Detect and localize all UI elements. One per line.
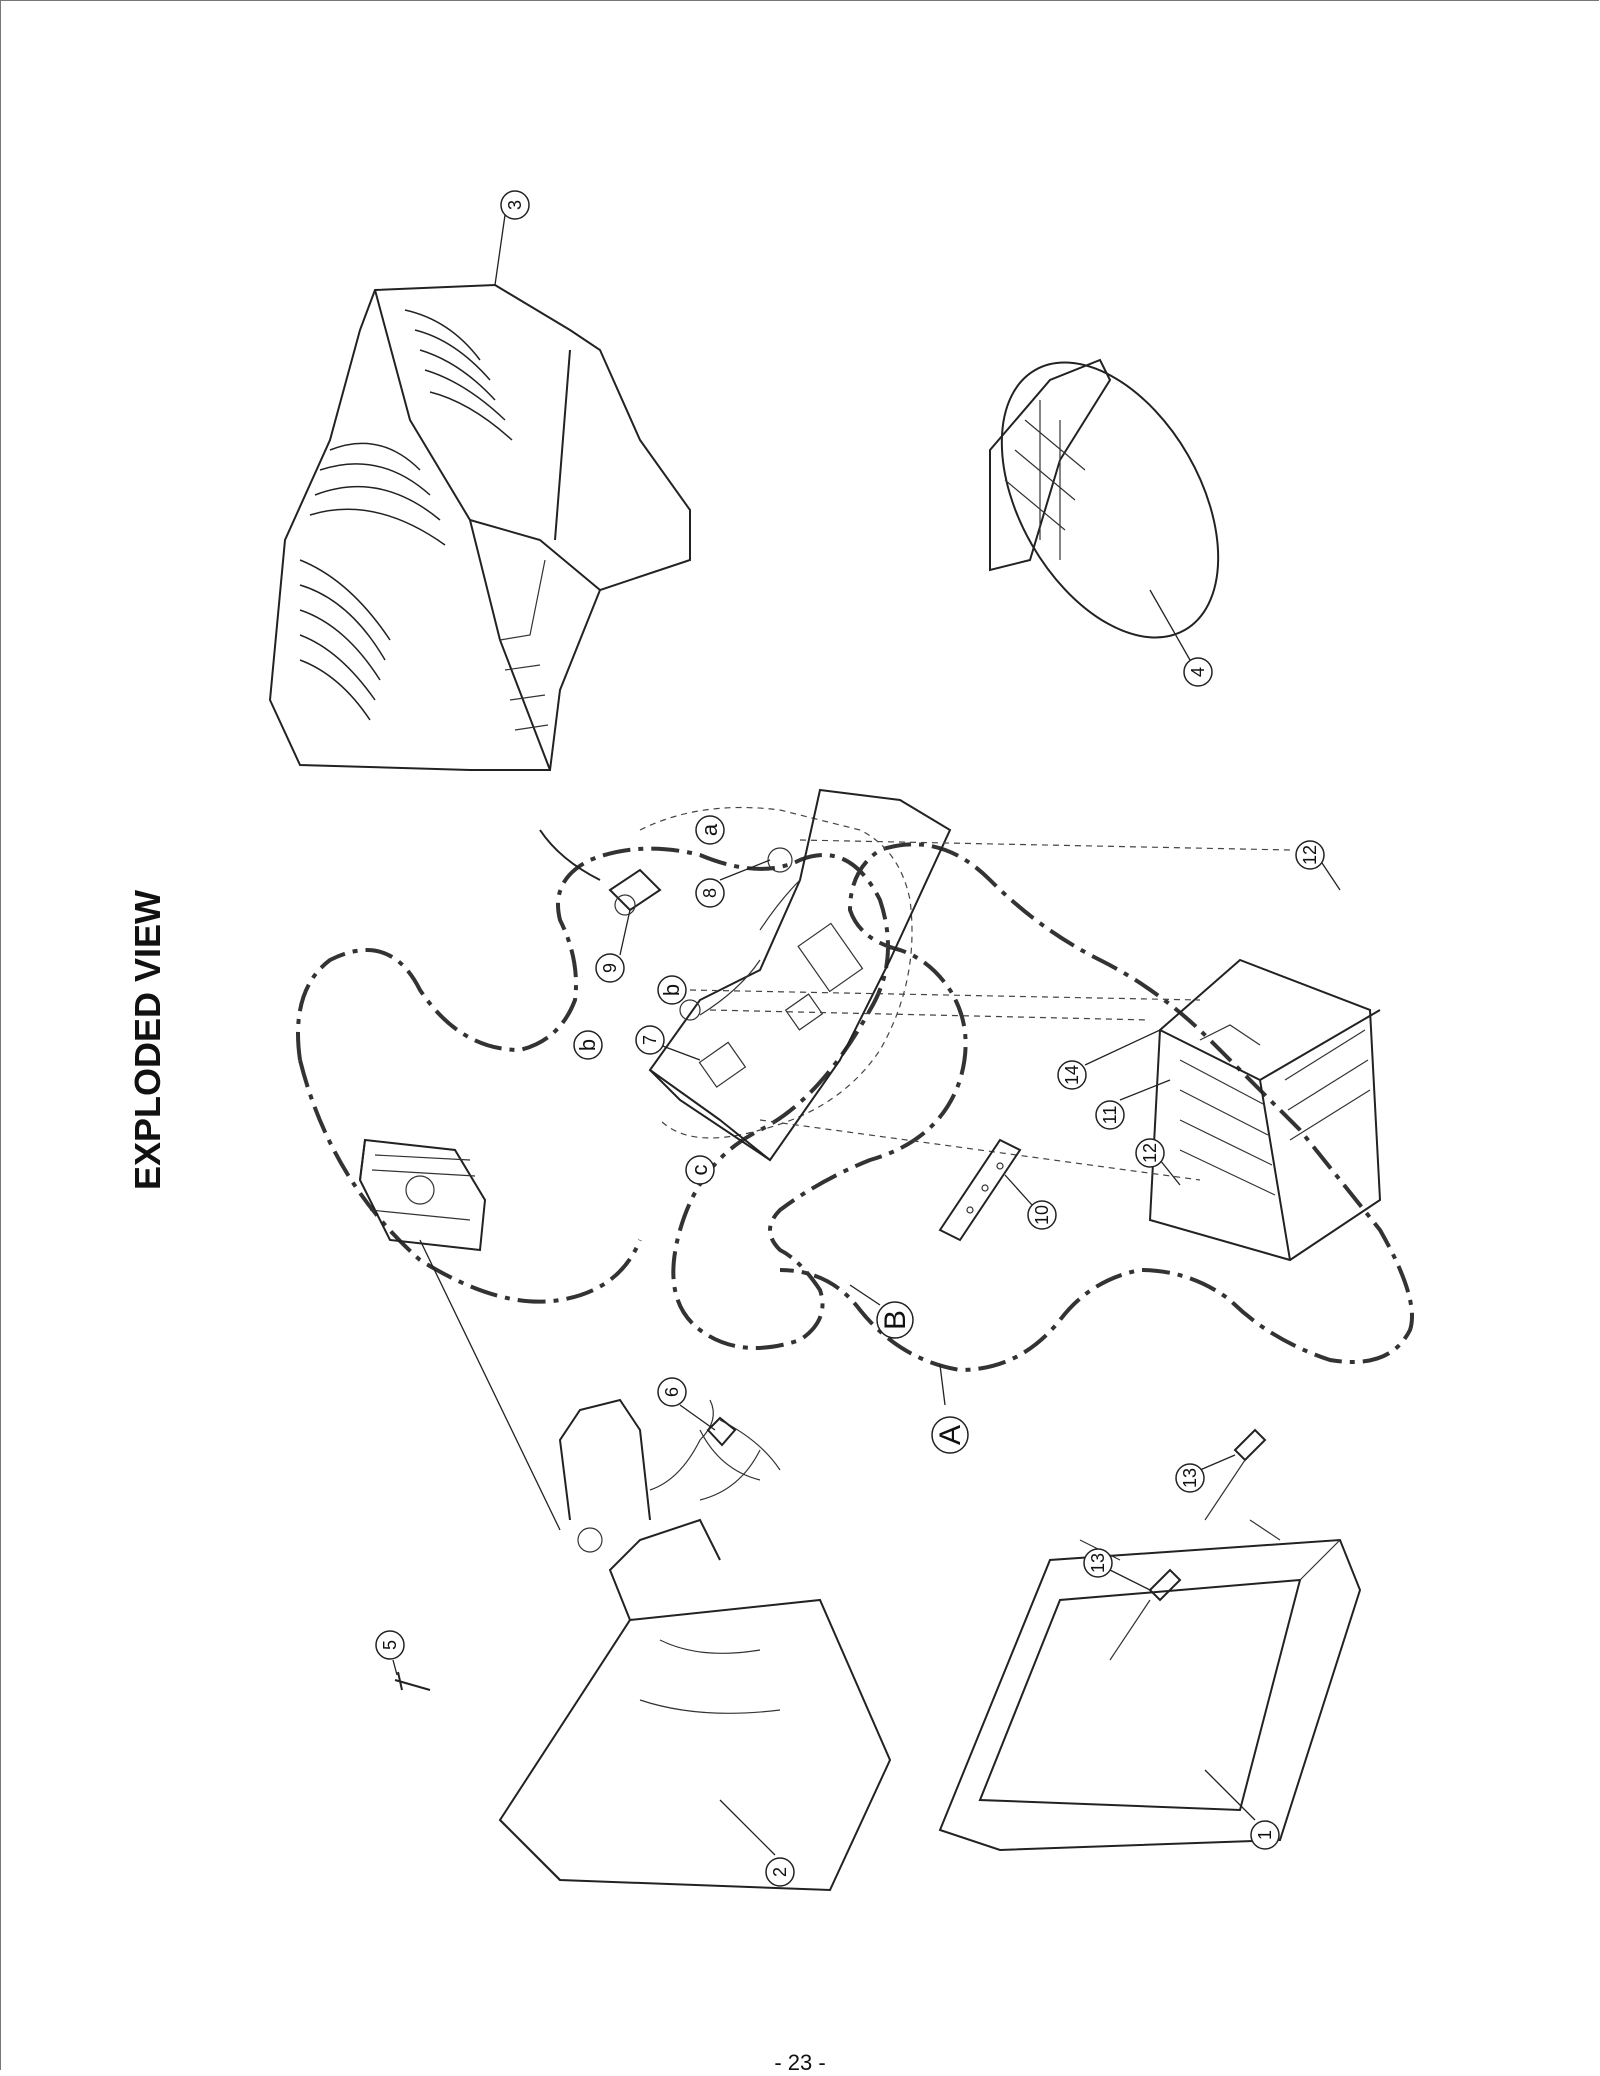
- crt-assembly-part: [498, 1398, 892, 1892]
- callout-13-right: 13: [1175, 1454, 1236, 1493]
- group-label-b: B: [849, 1284, 914, 1339]
- svg-text:c: c: [687, 1165, 712, 1176]
- svg-text:8: 8: [700, 888, 720, 898]
- callout-5: 5: [375, 1630, 405, 1676]
- callout-14: 14: [1057, 1029, 1161, 1090]
- callout-12-bottom: 12: [1135, 1138, 1181, 1186]
- callout-9: 9: [595, 909, 631, 983]
- bezel-brackets: [1109, 1428, 1267, 1661]
- control-board-part: [938, 1138, 1022, 1242]
- svg-text:7: 7: [640, 1035, 660, 1045]
- svg-text:1: 1: [1255, 1830, 1275, 1840]
- callout-2: 2: [719, 1799, 795, 1887]
- svg-text:12: 12: [1300, 845, 1320, 865]
- callouts: 3 4 8 a 9 b b: [375, 190, 1341, 1887]
- svg-text:13: 13: [1088, 1553, 1108, 1573]
- power-cord-part: [539, 829, 662, 916]
- callout-1: 1: [1204, 1769, 1280, 1850]
- svg-text:9: 9: [600, 963, 620, 973]
- screw-label-b-2: b: [573, 1030, 603, 1060]
- svg-text:B: B: [879, 1310, 912, 1330]
- assembly-b-outline: [296, 842, 1414, 1373]
- svg-text:b: b: [575, 1039, 600, 1051]
- callout-13-left: 13: [1083, 1548, 1151, 1591]
- callout-11: 11: [1095, 1079, 1171, 1130]
- main-board-part: [648, 788, 952, 1162]
- svg-text:5: 5: [380, 1640, 400, 1650]
- svg-text:a: a: [697, 823, 722, 836]
- svg-text:12: 12: [1140, 1143, 1160, 1163]
- wire-harness-part: [649, 1399, 761, 1501]
- callout-12-top: 12: [1295, 840, 1341, 891]
- svg-text:2: 2: [770, 1867, 790, 1877]
- callout-6: 6: [657, 1377, 716, 1431]
- flyback-transformer-part: [358, 1138, 487, 1252]
- diagram-title: EXPLODED VIEW: [127, 890, 168, 1190]
- chassis-frame-part: [1148, 958, 1382, 1262]
- screw-label-a: a: [695, 815, 725, 845]
- svg-text:13: 13: [1180, 1468, 1200, 1488]
- svg-text:4: 4: [1188, 667, 1208, 677]
- callout-7: 7: [635, 1025, 701, 1061]
- screw-label-b-1: b: [657, 975, 687, 1005]
- svg-text:b: b: [659, 984, 684, 996]
- page-number: - 23 -: [774, 2050, 826, 2075]
- callout-3: 3: [494, 190, 530, 286]
- svg-text:A: A: [934, 1425, 967, 1445]
- svg-text:3: 3: [505, 200, 525, 210]
- alignment-lines: [689, 839, 1291, 1181]
- svg-text:10: 10: [1032, 1205, 1052, 1225]
- svg-text:6: 6: [662, 1387, 682, 1397]
- screw-part: [394, 1671, 431, 1691]
- front-bezel-part: [938, 1519, 1362, 1852]
- svg-text:11: 11: [1100, 1106, 1120, 1125]
- svg-text:14: 14: [1062, 1065, 1082, 1085]
- callout-8: 8: [695, 859, 771, 908]
- callout-10: 10: [1004, 1174, 1057, 1230]
- screw-label-c: c: [685, 1155, 715, 1185]
- flyback-leader-line: [419, 1239, 561, 1531]
- callout-4: 4: [1149, 589, 1213, 687]
- back-cover-part: [268, 283, 691, 771]
- chassis-inner-outline: [639, 806, 913, 1139]
- group-label-a: A: [931, 1364, 969, 1454]
- swivel-base-part: [989, 358, 1220, 639]
